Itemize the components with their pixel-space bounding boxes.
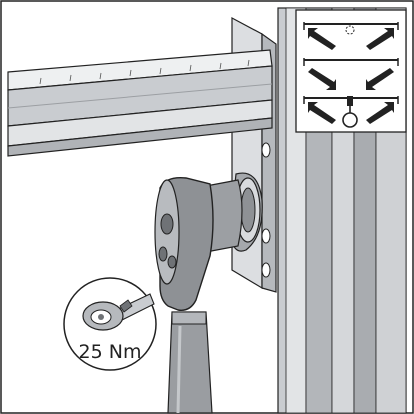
arrow-icon xyxy=(308,28,336,50)
arrow-icon xyxy=(308,102,336,124)
arrow-icon xyxy=(366,28,394,50)
ventilation-direction-inset xyxy=(295,9,407,133)
cable-connector xyxy=(154,172,263,311)
inset-row-bottom xyxy=(303,96,399,128)
torque-value-label: 25 Nm xyxy=(79,341,142,363)
din-rail xyxy=(7,49,273,157)
arrow-icon xyxy=(366,68,394,90)
arrow-icon xyxy=(308,68,336,90)
torque-wrench-callout: 25 Nm xyxy=(63,277,157,371)
inset-row-middle xyxy=(303,58,399,90)
cable xyxy=(167,311,213,414)
inset-row-top xyxy=(303,22,399,50)
arrow-icon xyxy=(366,102,394,124)
